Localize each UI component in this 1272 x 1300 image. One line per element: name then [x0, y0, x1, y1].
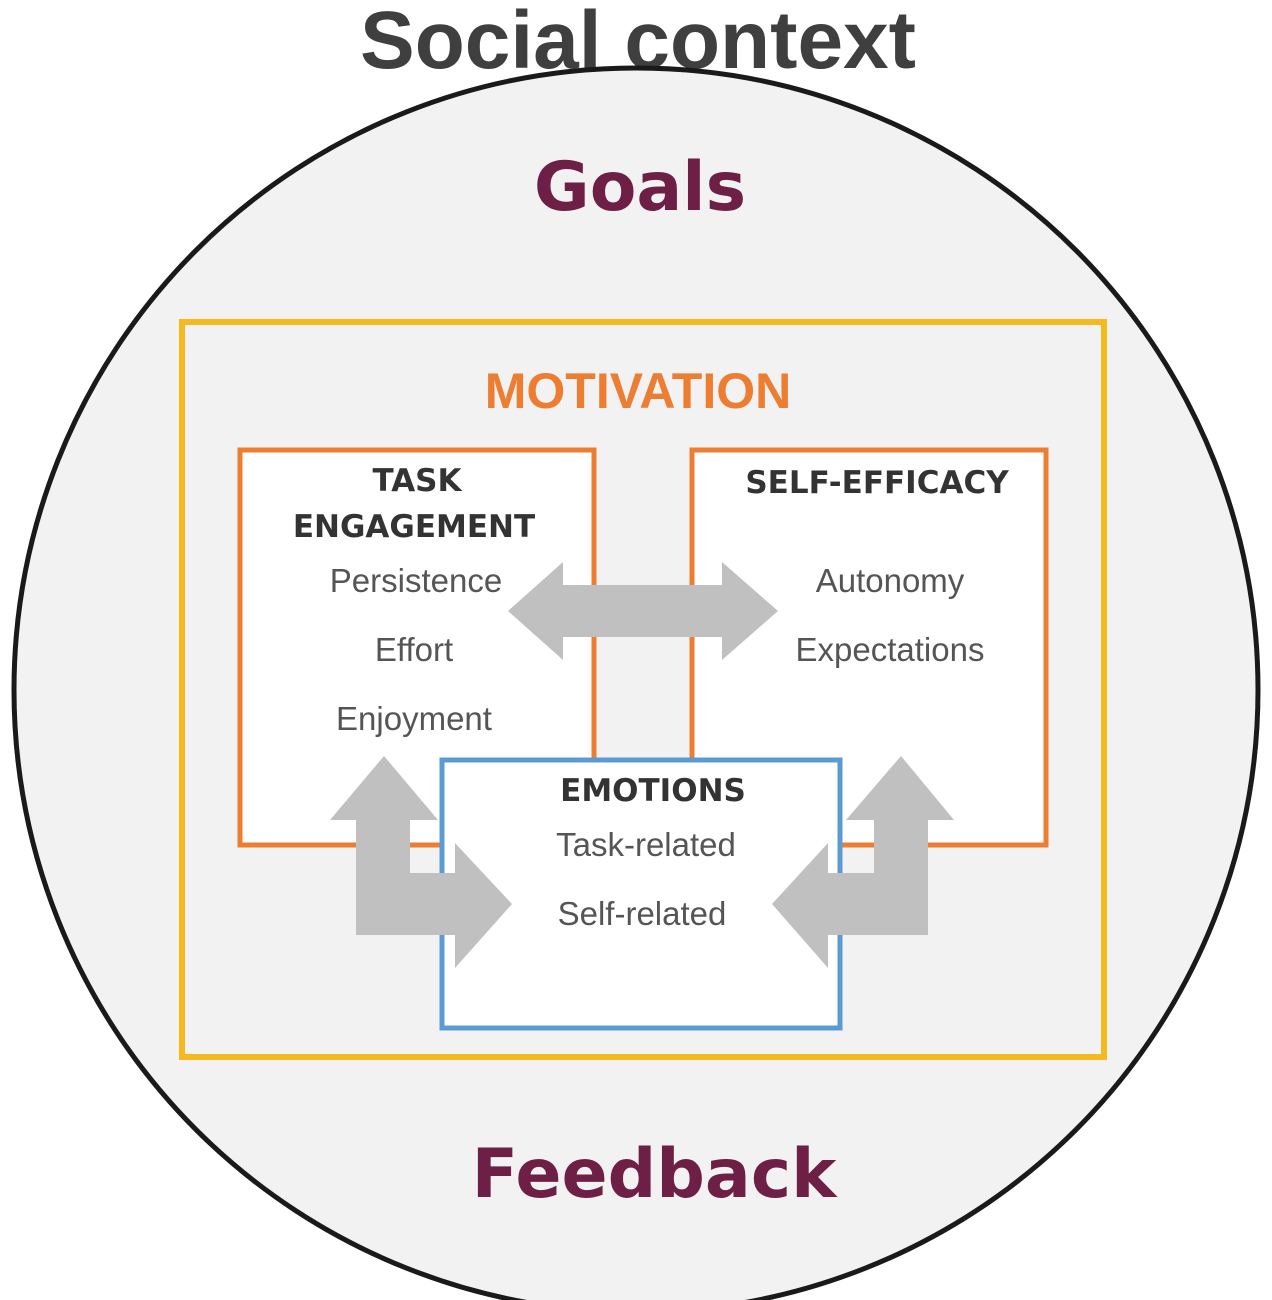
task-engagement-item: Enjoyment [336, 700, 492, 737]
double-arrow-task-selfefficacy [508, 562, 778, 660]
feedback-label: Feedback [472, 1135, 838, 1214]
bent-arrow-selfefficacy-emotions [772, 756, 954, 968]
task-engagement-item: Effort [375, 631, 453, 668]
self-efficacy-item: Expectations [796, 631, 985, 668]
self-efficacy-heading: SELF-EFFICACY [745, 465, 1009, 501]
motivation-label: MOTIVATION [485, 363, 791, 419]
task-engagement-heading-line2: ENGAGEMENT [293, 509, 535, 545]
goals-label: Goals [534, 148, 746, 227]
emotions-box [439, 757, 843, 1031]
emotions-item: Task-related [556, 826, 736, 863]
bent-arrow-task-emotions [330, 756, 512, 968]
task-engagement-heading-line1: TASK [372, 463, 462, 499]
task-engagement-item: Persistence [330, 562, 502, 599]
self-efficacy-item: Autonomy [816, 562, 965, 599]
emotions-item: Self-related [558, 895, 727, 932]
emotions-heading: EMOTIONS [560, 773, 746, 809]
